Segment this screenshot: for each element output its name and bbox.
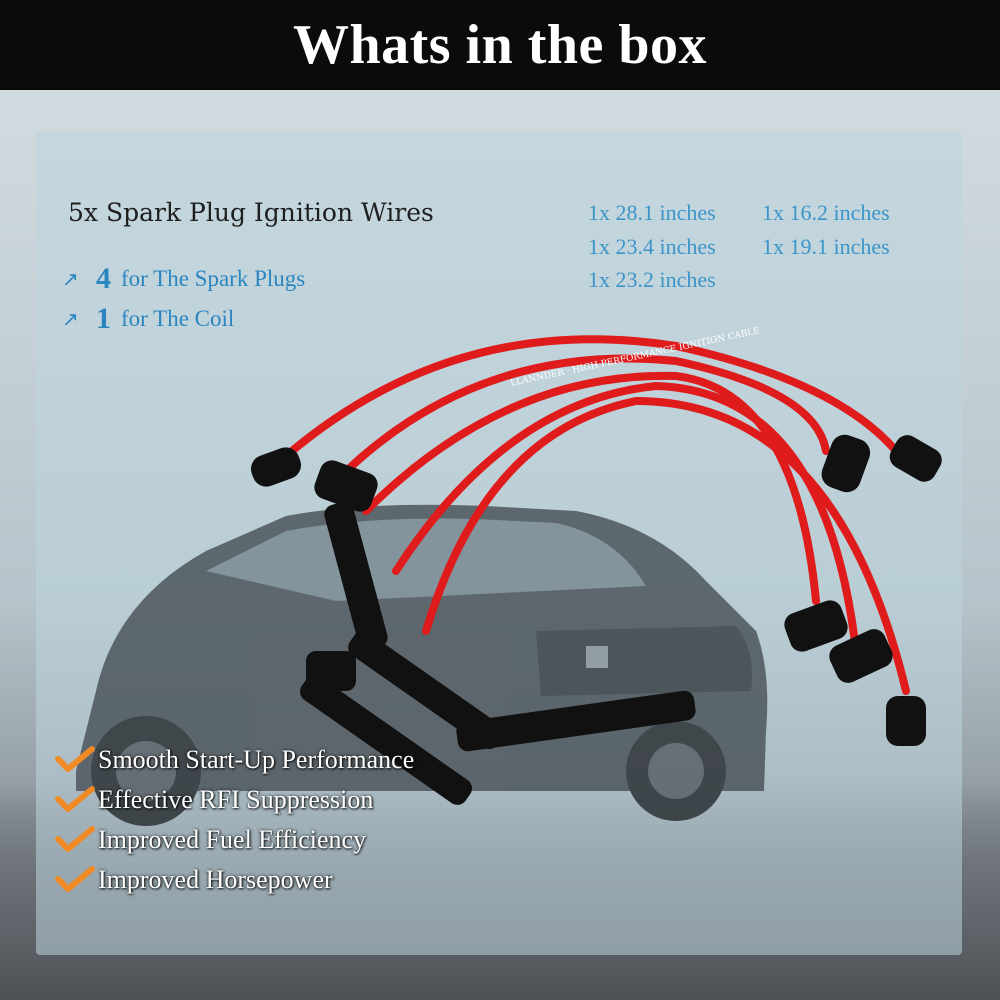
breakdown-count: 4 (96, 262, 111, 295)
wire-5 (422, 396, 910, 695)
feature-item: Effective RFI Suppression (54, 785, 373, 815)
wire-4 (392, 381, 860, 655)
boot-right-1 (821, 434, 871, 493)
length-item: 1x 19.1 inches (762, 234, 890, 259)
orange-check-icon (55, 786, 95, 812)
breakdown-item-coil: ↗ 1 for The Coil (62, 302, 234, 336)
breakdown-label: for The Coil (121, 306, 235, 331)
breakdown-count: 1 (96, 302, 111, 335)
boot-bottom-2 (348, 630, 504, 750)
coil-boot-long (324, 501, 388, 651)
wire-1 (282, 335, 900, 460)
length-item: 1x 16.2 inches (762, 200, 890, 225)
boot-right-2 (889, 435, 942, 482)
length-item: 1x 23.4 inches (588, 234, 716, 259)
product-panel: LLANNDER · HIGH PERFORMANCE IGNITION CAB… (36, 131, 962, 955)
feature-item: Improved Horsepower (54, 865, 333, 895)
ignition-wires (282, 335, 910, 695)
orange-check-icon (55, 826, 95, 852)
orange-check-icon (55, 746, 95, 772)
product-title: 5x Spark Plug Ignition Wires (68, 198, 434, 227)
wire-boots (250, 434, 942, 805)
boot-left-top (250, 447, 302, 487)
coil-boot-top (314, 460, 378, 512)
feature-item: Smooth Start-Up Performance (54, 745, 414, 775)
product-scene: LLANNDER · HIGH PERFORMANCE IGNITION CAB… (76, 326, 942, 826)
boot-right-4 (829, 629, 893, 683)
orange-check-icon (55, 866, 95, 892)
breakdown-item-plugs: ↗ 4 for The Spark Plugs (62, 262, 305, 296)
feature-item: Improved Fuel Efficiency (54, 825, 366, 855)
breakdown-label: for The Spark Plugs (121, 266, 306, 291)
feature-label: Smooth Start-Up Performance (98, 745, 415, 774)
length-item: 1x 28.1 inches (588, 200, 716, 225)
boot-bottom-4 (299, 675, 473, 805)
length-item: 1x 23.2 inches (588, 267, 716, 292)
header-title: Whats in the box (292, 14, 708, 76)
car-image (76, 504, 768, 826)
header-bar: Whats in the box (0, 0, 1000, 90)
boot-right-3 (784, 600, 848, 652)
wire-3 (362, 371, 820, 605)
arrow-up-right-icon: ↗ (62, 308, 79, 331)
boot-bottom-3 (456, 690, 696, 752)
wire-2 (332, 354, 830, 485)
feature-label: Effective RFI Suppression (98, 785, 374, 814)
arrow-up-right-icon: ↗ (62, 268, 79, 291)
boot-right-5 (886, 696, 926, 746)
feature-label: Improved Horsepower (98, 865, 333, 894)
feature-label: Improved Fuel Efficiency (98, 825, 367, 854)
